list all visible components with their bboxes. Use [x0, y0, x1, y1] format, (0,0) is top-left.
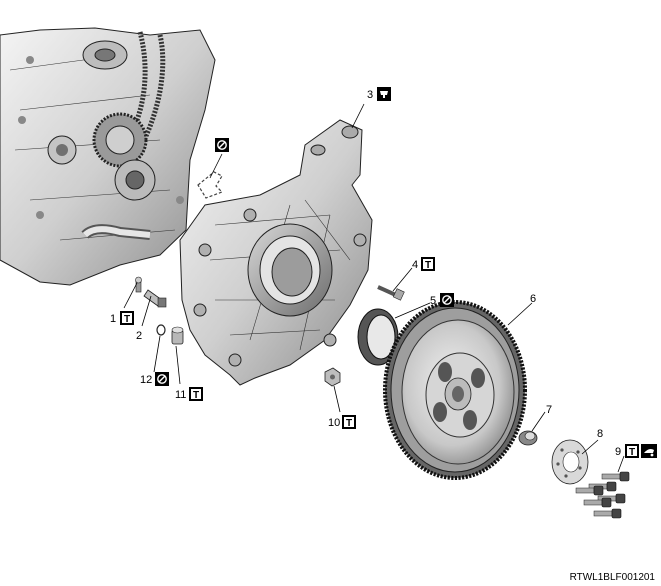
svg-text:7: 7	[546, 404, 552, 416]
part-9-bolts	[575, 471, 630, 519]
flywheel-housing	[179, 119, 373, 386]
leader-lines	[123, 103, 625, 473]
part-2-plug	[143, 289, 167, 308]
lubricant-icon	[380, 91, 388, 95]
svg-text:3: 3	[367, 89, 373, 101]
oil-icon	[644, 449, 654, 453]
callout-3: 3	[367, 87, 391, 101]
part-12-o-ring	[156, 324, 166, 336]
torque-icon: T	[425, 260, 431, 271]
callout-11: 11 T	[175, 387, 203, 401]
part-11-plug	[171, 326, 184, 345]
part-5-oil-seal	[357, 308, 399, 366]
svg-text:12: 12	[140, 374, 152, 386]
do-not-reuse-icon	[157, 374, 167, 384]
callout-7: 7	[546, 404, 552, 416]
torque-icon: T	[193, 390, 199, 401]
torque-icon: T	[346, 418, 352, 429]
callout-9: 9 T	[615, 444, 657, 458]
part-8-plate	[551, 439, 589, 485]
svg-text:1: 1	[110, 313, 116, 325]
svg-text:8: 8	[597, 428, 603, 440]
callout-1: 1 T	[110, 311, 134, 325]
callout-4: 4 T	[412, 257, 435, 271]
part-10-nut	[324, 367, 341, 387]
callout-2: 2	[136, 330, 142, 342]
callout-12: 12	[140, 372, 169, 386]
callout-8: 8	[597, 428, 603, 440]
torque-icon: T	[629, 447, 635, 458]
svg-text:2: 2	[136, 330, 142, 342]
svg-text:9: 9	[615, 446, 621, 458]
part-1-bolt	[135, 276, 142, 293]
do-not-reuse-icon	[217, 140, 227, 150]
engine-block	[0, 27, 216, 286]
part-7-spacer	[518, 430, 538, 446]
callout-6: 6	[530, 293, 536, 305]
liquid-gasket-bead	[197, 171, 224, 199]
svg-text:4: 4	[412, 259, 418, 271]
callout-5: 5	[430, 293, 454, 307]
callout-10: 10 T	[328, 415, 356, 429]
svg-text:10: 10	[328, 417, 340, 429]
figure-code: RTWL1BLF001201	[570, 572, 656, 583]
svg-text:11: 11	[175, 389, 186, 401]
svg-text:5: 5	[430, 295, 436, 307]
part-4-bolt	[377, 285, 405, 301]
svg-text:6: 6	[530, 293, 536, 305]
do-not-reuse-icon	[442, 295, 452, 305]
part-6-flywheel	[383, 300, 527, 480]
gasket-symbol	[215, 138, 229, 152]
torque-icon: T	[124, 314, 130, 325]
